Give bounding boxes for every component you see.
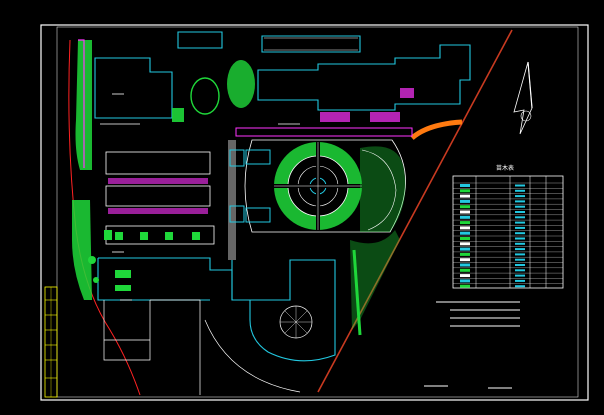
plant-schedule-title: 苗木表 [495, 165, 514, 172]
schedule-cell [515, 226, 525, 229]
west-green-belt [72, 39, 92, 300]
schedule-symbol [460, 210, 470, 214]
parking-strip [264, 37, 358, 51]
schedule-cell [515, 269, 525, 272]
schedule-cell [515, 216, 525, 219]
schedule-symbol [460, 274, 470, 278]
schedule-symbol [460, 184, 470, 187]
schedule-cell [515, 279, 525, 282]
plant-schedule-rows [453, 182, 563, 288]
schedule-cell [515, 200, 525, 203]
north-buildings [94, 31, 471, 119]
schedule-symbol [460, 221, 470, 225]
site-boundary-line [317, 29, 513, 393]
schedule-symbol [460, 205, 470, 209]
central-plaza [244, 139, 406, 233]
schedule-cell [515, 205, 525, 208]
schedule-symbol [460, 258, 470, 262]
schedule-symbol [460, 231, 470, 235]
schedule-cell [515, 237, 525, 240]
schedule-symbol [460, 215, 470, 219]
schedule-symbol [460, 226, 470, 230]
schedule-symbol [460, 242, 470, 246]
schedule-cell [515, 211, 525, 213]
drawing-frame [40, 24, 589, 401]
schedule-symbol [460, 237, 470, 240]
schedule-cell [515, 253, 525, 256]
schedule-symbol [460, 194, 470, 198]
schedule-symbol [460, 284, 470, 288]
drawing-inner-frame [56, 26, 579, 398]
schedule-cell [515, 248, 525, 251]
north-planters [172, 60, 255, 122]
schedule-cell [515, 274, 525, 277]
west-buildings [105, 151, 215, 245]
schedule-cell [515, 242, 525, 245]
north-planting-band [235, 88, 414, 137]
south-west-parcels [103, 299, 301, 395]
schedule-symbol [460, 199, 470, 203]
schedule-symbol [460, 247, 470, 251]
south-amphitheater [279, 305, 313, 339]
schedule-cell [515, 285, 525, 288]
schedule-cell [515, 195, 525, 198]
schedule-cell [515, 221, 525, 224]
schedule-cell [515, 264, 525, 266]
east-garden [350, 146, 406, 336]
annotation-ticks [100, 93, 300, 301]
schedule-symbol [460, 263, 470, 267]
schedule-symbol [460, 279, 470, 283]
entrance-arc [410, 119, 463, 140]
west-courtyard-planting [108, 178, 208, 240]
title-block [44, 286, 58, 398]
notes-lines [424, 301, 520, 389]
schedule-cell [515, 258, 525, 261]
plant-schedule-table [452, 175, 564, 289]
west-planting-marks [88, 230, 131, 291]
schedule-cell [515, 232, 525, 235]
north-arrow-icon [513, 61, 533, 135]
schedule-cell [515, 189, 525, 192]
south-buildings [97, 257, 336, 362]
schedule-cell [515, 184, 525, 187]
schedule-symbol [460, 252, 470, 256]
central-walkway [228, 140, 271, 260]
schedule-symbol [460, 268, 470, 272]
schedule-symbol [460, 189, 470, 193]
